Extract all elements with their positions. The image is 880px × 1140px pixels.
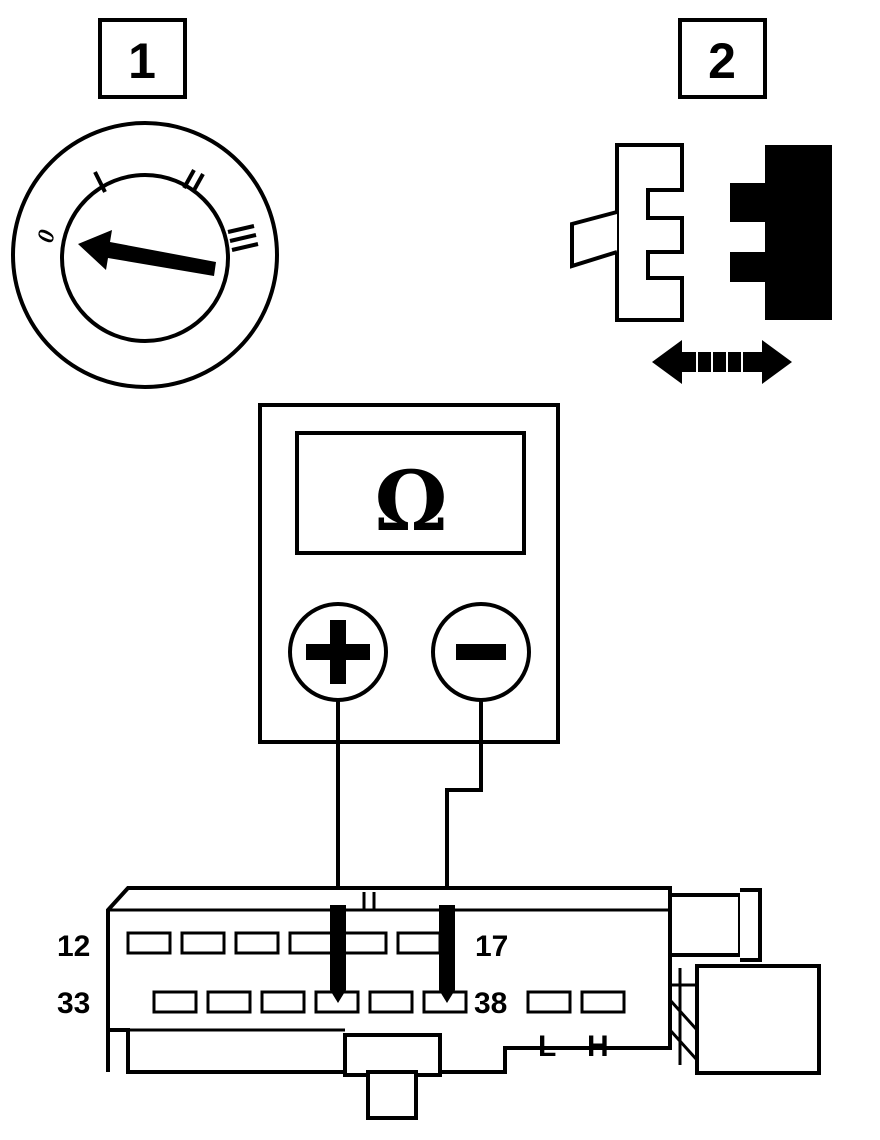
- pin-cell: [396, 931, 442, 955]
- diagnostic-connector: 12 17 33 38 L H: [57, 886, 821, 1120]
- can-high-label: H: [587, 1030, 609, 1063]
- pin-cell: [342, 931, 388, 955]
- pin-cell: [580, 990, 626, 1014]
- step-1-label: 1: [128, 33, 156, 89]
- step-2-label: 2: [708, 33, 736, 89]
- connector-disconnect-icon: [570, 143, 832, 384]
- can-low-label: L: [538, 1030, 556, 1063]
- probe-leads: [336, 700, 483, 905]
- pin-cell: [152, 990, 198, 1014]
- multimeter: Ω + −: [258, 403, 560, 744]
- pin-label-33: 33: [57, 987, 90, 1020]
- pin-cell: [234, 931, 280, 955]
- pin-cell: [368, 990, 414, 1014]
- key-arrow-icon: [78, 230, 216, 276]
- pin-cell: [206, 990, 252, 1014]
- position-3-mark: [227, 224, 259, 252]
- negative-terminal: −: [431, 602, 531, 702]
- pin-cell: [260, 990, 306, 1014]
- pin-label-17: 17: [475, 930, 508, 963]
- double-arrow-icon: [652, 340, 792, 384]
- pin-row-bottom: [152, 990, 626, 1014]
- pin-row-top: [126, 931, 442, 955]
- ignition-switch-icon: 0: [11, 121, 279, 389]
- negative-probe-tip: [439, 905, 455, 1003]
- positive-terminal: +: [288, 602, 388, 702]
- pin-cell: [126, 931, 172, 955]
- multimeter-display: [295, 431, 526, 555]
- pin-cell: [288, 931, 334, 955]
- position-1-mark: [93, 171, 107, 193]
- pin-label-12: 12: [57, 930, 90, 963]
- ohm-symbol: Ω: [375, 454, 448, 550]
- position-2-mark: [182, 169, 205, 193]
- pin-cell: [526, 990, 572, 1014]
- positive-probe-tip: [330, 905, 346, 1003]
- pin-label-38: 38: [474, 987, 507, 1020]
- step-1-marker: 1: [98, 18, 187, 99]
- step-2-marker: 2: [678, 18, 767, 99]
- pin-cell: [180, 931, 226, 955]
